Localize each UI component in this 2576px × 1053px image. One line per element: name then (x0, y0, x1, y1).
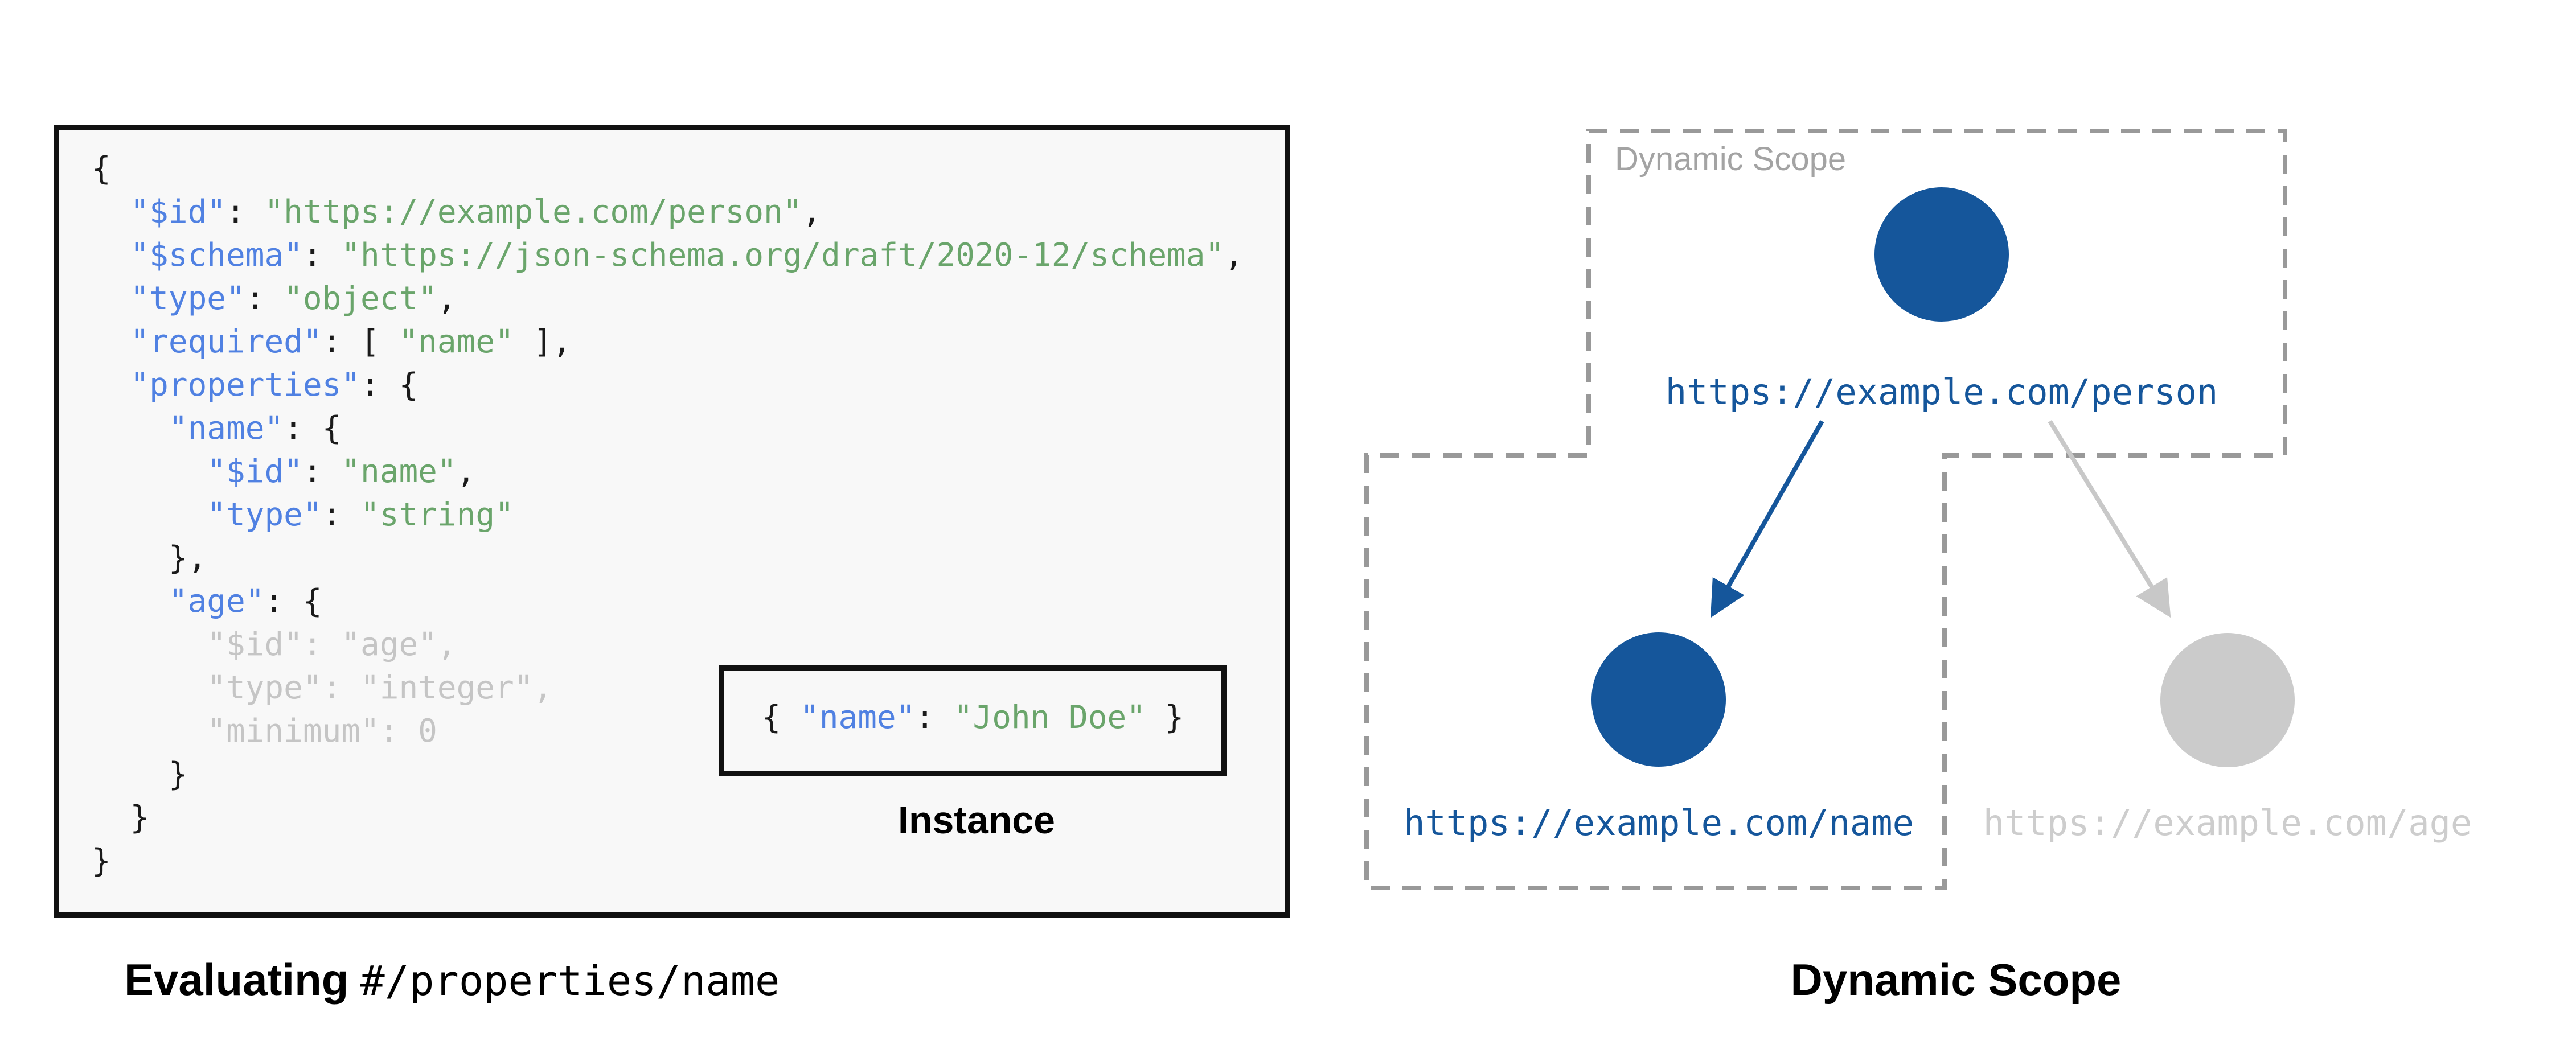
instance-code: { "name": "John Doe" } (761, 699, 1184, 736)
instance-box: { "name": "John Doe" } (719, 665, 1227, 776)
ref-arrow-person-to-name (1711, 420, 1824, 618)
ref-arrow-person-to-age (2048, 419, 2171, 618)
person-node (1874, 187, 2009, 322)
age-node (2160, 633, 2295, 767)
name-node (1591, 632, 1726, 767)
schema-code: { "$id": "https://example.com/person", "… (92, 150, 1244, 879)
age-node-label: https://example.com/age (1983, 802, 2472, 844)
evaluating-caption-bold: Evaluating (124, 955, 349, 1005)
person-node-label: https://example.com/person (1665, 371, 2218, 413)
evaluating-caption: Evaluating #/properties/name (124, 954, 780, 1006)
instance-label: Instance (898, 799, 1055, 842)
schema-code-box: { "$id": "https://example.com/person", "… (54, 125, 1290, 918)
name-node-label: https://example.com/name (1404, 802, 1914, 844)
evaluating-caption-pointer: #/properties/name (360, 957, 780, 1005)
dynamic-scope-outline (1364, 129, 2287, 890)
dynamic-scope-caption: Dynamic Scope (1790, 955, 2122, 1005)
dynamic-scope-region-label: Dynamic Scope (1615, 141, 1847, 178)
